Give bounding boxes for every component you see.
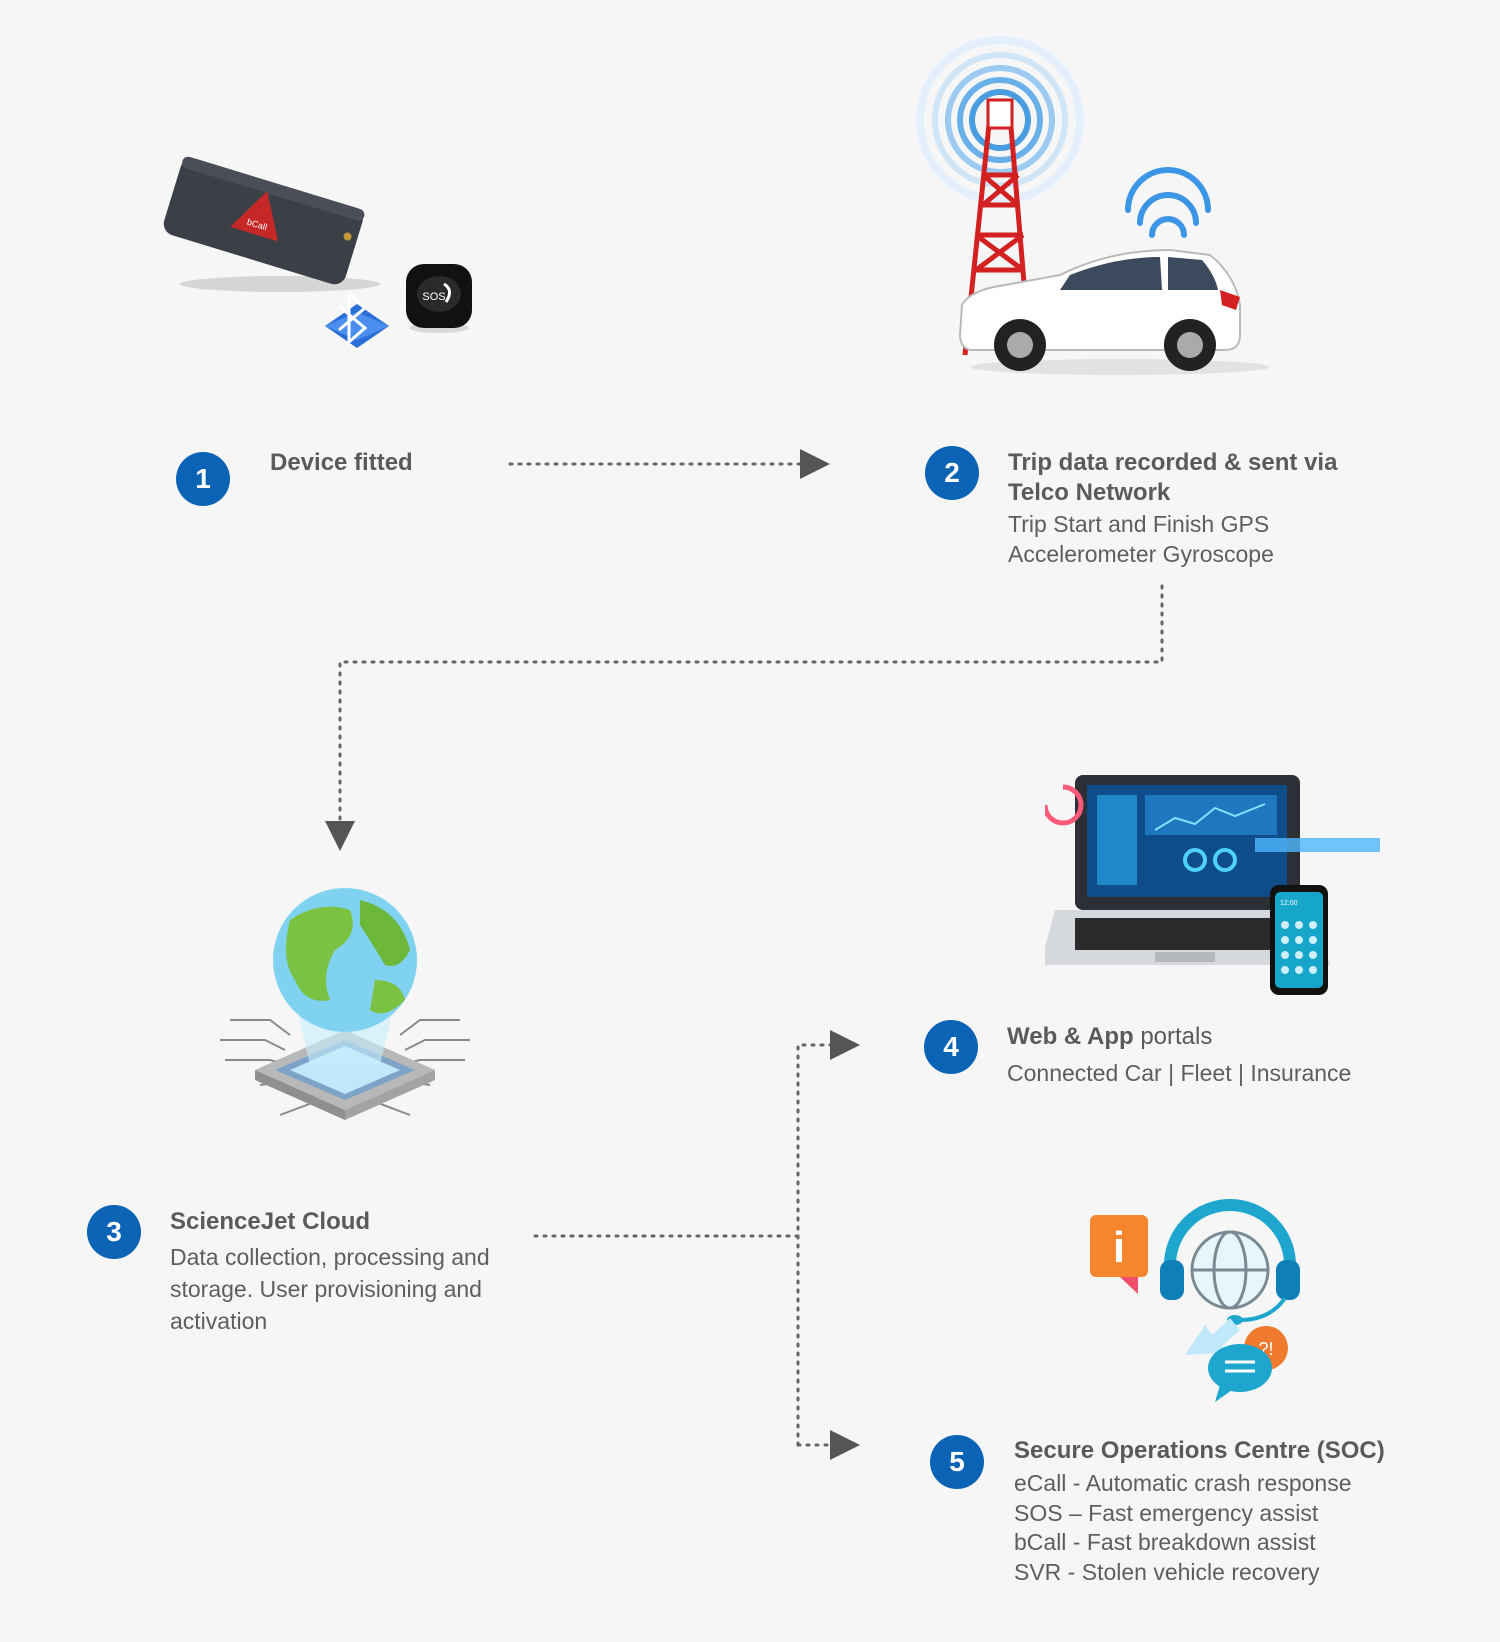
headset-globe-icon xyxy=(1160,1199,1300,1325)
step-2-badge: 2 xyxy=(925,446,979,500)
step-4-badge: 4 xyxy=(924,1020,978,1074)
step-3-detail-line: Data collection, processing and xyxy=(170,1244,490,1270)
laptop-phone-illustration: 12:00 xyxy=(1045,775,1380,995)
step-1-title: Device fitted xyxy=(270,449,413,476)
step-2-detail-line: Trip Start and Finish GPS xyxy=(1008,511,1270,537)
cloud-globe-illustration xyxy=(220,888,470,1120)
step-5-title: Secure Operations Centre (SOC) xyxy=(1014,1437,1385,1464)
car-icon xyxy=(958,248,1270,375)
step-3-detail-line: storage. User provisioning and xyxy=(170,1276,482,1302)
step-3-detail-line: activation xyxy=(170,1308,268,1334)
svg-text:12:00: 12:00 xyxy=(1280,900,1298,907)
bcall-triangle xyxy=(230,191,279,242)
step-4-title: Web & App portals xyxy=(1007,1022,1212,1052)
step-5-detail-line: bCall - Fast breakdown assist xyxy=(1014,1529,1316,1555)
connector-2-to-3 xyxy=(325,584,1164,851)
step-5-detail-line: eCall - Automatic crash response xyxy=(1014,1470,1352,1496)
step-3-details: Data collection, processing and storage.… xyxy=(170,1241,490,1337)
step-2-title-line: Telco Network xyxy=(1008,479,1171,506)
wifi-icon xyxy=(1125,167,1211,238)
laptop-icon xyxy=(1045,775,1330,965)
globe-icon xyxy=(273,888,417,1032)
step-3-badge: 3 xyxy=(87,1205,141,1259)
step-4-title-bold: Web & App xyxy=(1007,1023,1134,1050)
device-shadow xyxy=(180,276,380,292)
step-2-details: Trip Start and Finish GPS Accelerometer … xyxy=(1008,509,1274,569)
floating-panel xyxy=(1255,838,1380,852)
step-5-details: eCall - Automatic crash response SOS – F… xyxy=(1014,1469,1352,1587)
device-illustration: bCall SOS xyxy=(163,156,472,348)
svg-text:i: i xyxy=(1113,1223,1125,1272)
step-3-title: ScienceJet Cloud xyxy=(170,1208,371,1235)
connector-3-to-4 xyxy=(796,1030,860,1447)
info-bubble-icon: i xyxy=(1090,1215,1148,1294)
tower-car-illustration xyxy=(916,36,1270,375)
step-5-detail-line: SVR - Stolen vehicle recovery xyxy=(1014,1558,1320,1585)
step-5-badge: 5 xyxy=(930,1435,984,1489)
svg-text:SOS: SOS xyxy=(422,291,445,303)
signal-rings-icon xyxy=(916,36,1084,204)
chat-bubbles-icon: ?! xyxy=(1208,1326,1288,1402)
arrow-icon xyxy=(1185,1318,1240,1355)
step-2-detail-line: Accelerometer Gyroscope xyxy=(1008,541,1274,567)
step-4-title-rest: portals xyxy=(1133,1023,1213,1050)
step-2-title: Trip data recorded & sent via Telco Netw… xyxy=(1008,448,1337,508)
tracker-device: bCall xyxy=(163,156,365,285)
step-1-badge: 1 xyxy=(176,452,230,506)
bluetooth-icon xyxy=(325,292,389,348)
sos-button-icon: SOS xyxy=(406,264,472,333)
step-5-detail-line: SOS – Fast emergency assist xyxy=(1014,1499,1319,1526)
smartphone-icon: 12:00 xyxy=(1270,885,1328,995)
step-4-subtitle: Connected Car | Fleet | Insurance xyxy=(1007,1060,1352,1086)
orange-ring-icon xyxy=(1045,784,1084,826)
step-2-title-line: Trip data recorded & sent via xyxy=(1008,449,1338,476)
soc-illustration: i ?! xyxy=(1090,1199,1300,1402)
